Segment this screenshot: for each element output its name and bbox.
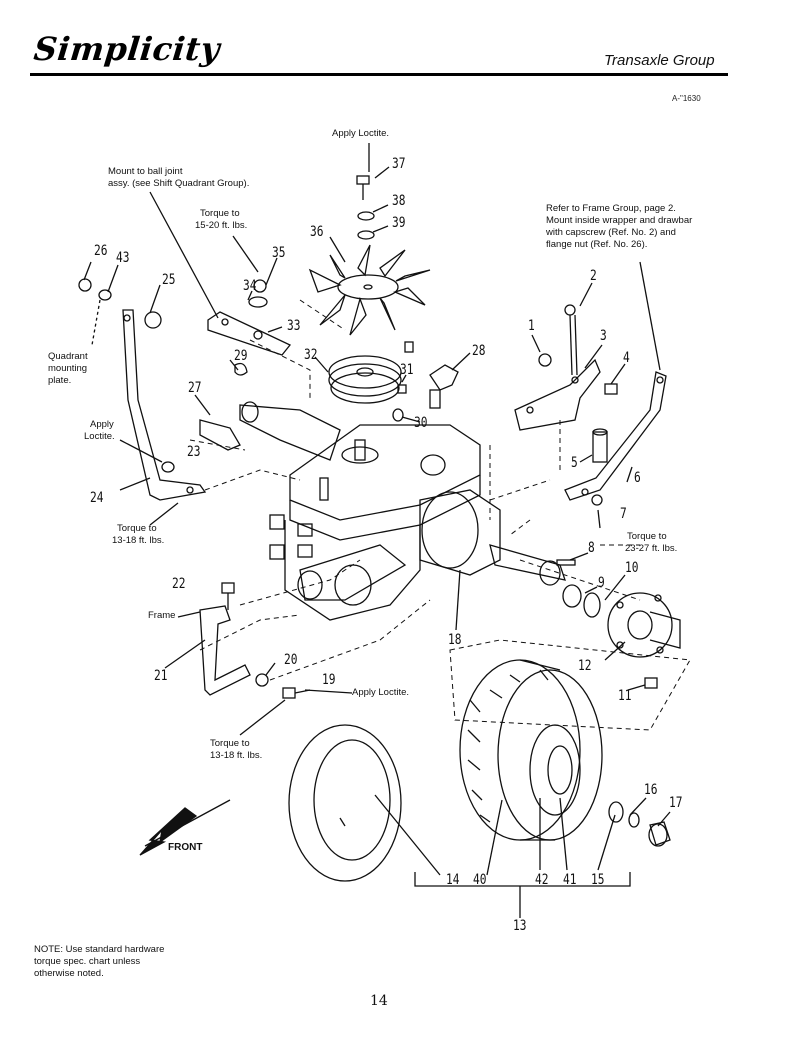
note-apply-loctite-left-2: Loctite. [84,431,115,442]
callout-43: 43 [116,250,130,266]
footnote-line-3: otherwise noted. [34,968,104,979]
footnote-line-1: NOTE: Use standard hardware [34,944,165,955]
leader-line [177,611,201,618]
callout-8: 8 [588,540,595,556]
callout-9: 9 [598,575,605,591]
leader-line [232,235,259,273]
callout-32: 32 [304,347,318,363]
front-arrow [139,807,198,856]
callout-33: 33 [287,318,301,334]
note-torque-15-20-2: 15-20 ft. lbs. [195,220,248,231]
callout-23: 23 [187,444,201,460]
leader-line [119,477,151,491]
leader-line [119,439,163,463]
leader-line [239,699,286,736]
callout-15: 15 [591,872,605,888]
note-frame: Frame [148,610,176,621]
callout-20: 20 [284,652,298,668]
callout-13: 13 [513,918,527,934]
leader-line [639,261,661,371]
callout-31: 31 [400,362,414,378]
callout-34: 34 [243,278,257,294]
callout-6: 6 [634,470,641,486]
callout-3: 3 [600,328,607,344]
transaxle-body [239,401,566,621]
callout-2: 2 [590,268,597,284]
note-apply-loctite-top: Apply Loctite. [332,128,390,139]
front-label: FRONT [168,842,203,853]
note-refer-frame-2: Mount inside wrapper and drawbar [546,215,693,226]
note-torque-15-20-1: Torque to [200,208,240,219]
callout-37: 37 [392,156,406,172]
page-number: 14 [370,993,388,1009]
note-torque-13-18-left-2: 13-18 ft. lbs. [112,535,165,546]
callout-12: 12 [578,658,592,674]
pulley-part [328,355,402,404]
note-torque-23-27-1: Torque to [627,531,667,542]
note-apply-loctite-left-1: Apply [90,419,114,430]
leader-line [597,509,601,529]
note-refer-frame-4: flange nut (Ref. No. 26). [546,239,648,250]
note-torque-23-27-2: 23-27 ft. lbs. [625,543,678,554]
callout-7: 7 [620,506,627,522]
callout-22: 22 [172,576,186,592]
callout-39: 39 [392,215,406,231]
inner-tube [288,724,402,882]
shift-rod [122,309,207,501]
leader-line [304,689,353,694]
callout-29: 29 [234,348,248,364]
callout-35: 35 [272,245,286,261]
callout-4: 4 [623,350,630,366]
callout-18: 18 [448,632,462,648]
callout-30: 30 [414,415,428,431]
callout-14: 14 [446,872,460,888]
callout-16: 16 [644,782,658,798]
note-mount-ball-joint-1: Mount to ball joint [108,166,183,177]
callout-21: 21 [154,668,168,684]
callout-28: 28 [472,343,486,359]
note-quadrant-1: Quadrant [48,351,88,362]
note-quadrant-2: mounting [48,363,88,374]
note-refer-frame-1: Refer to Frame Group, page 2. [546,203,676,214]
page-title: Transaxle Group [604,52,715,69]
leader-line [149,191,219,319]
callout-41: 41 [563,872,577,888]
figure-id: A-"1630 [672,94,701,103]
leader-line [91,299,101,346]
note-torque-13-18-left-1: Torque to [117,523,157,534]
callout-19: 19 [322,672,336,688]
note-apply-loctite-19: Apply Loctite. [352,687,410,698]
callout-10: 10 [625,560,639,576]
note-mount-ball-joint-2: assy. (see Shift Quadrant Group). [108,178,250,189]
note-refer-frame-3: with capscrew (Ref. No. 2) and [546,227,676,238]
callout-1: 1 [528,318,535,334]
tire-wheel [459,659,603,841]
fan-part [308,244,431,336]
footnote-line-2: torque spec. chart unless [34,956,141,967]
callout-38: 38 [392,193,406,209]
callout-25: 25 [162,272,176,288]
leader-line [144,799,231,847]
callout-11: 11 [618,688,632,704]
note-torque-13-18-bottom-1: Torque to [210,738,250,749]
callout-40: 40 [473,872,487,888]
callout-5: 5 [571,455,578,471]
note-torque-13-18-bottom-2: 13-18 ft. lbs. [210,750,263,761]
leader-line [149,502,179,526]
callout-26: 26 [94,243,108,259]
callout-27: 27 [188,380,202,396]
header-rule [30,73,728,76]
callout-17: 17 [669,795,683,811]
leader-line [164,639,206,669]
hub-part [607,592,681,658]
callout-36: 36 [310,224,324,240]
note-quadrant-3: plate. [48,375,72,386]
callout-42: 42 [535,872,549,888]
callout-24: 24 [90,490,104,506]
